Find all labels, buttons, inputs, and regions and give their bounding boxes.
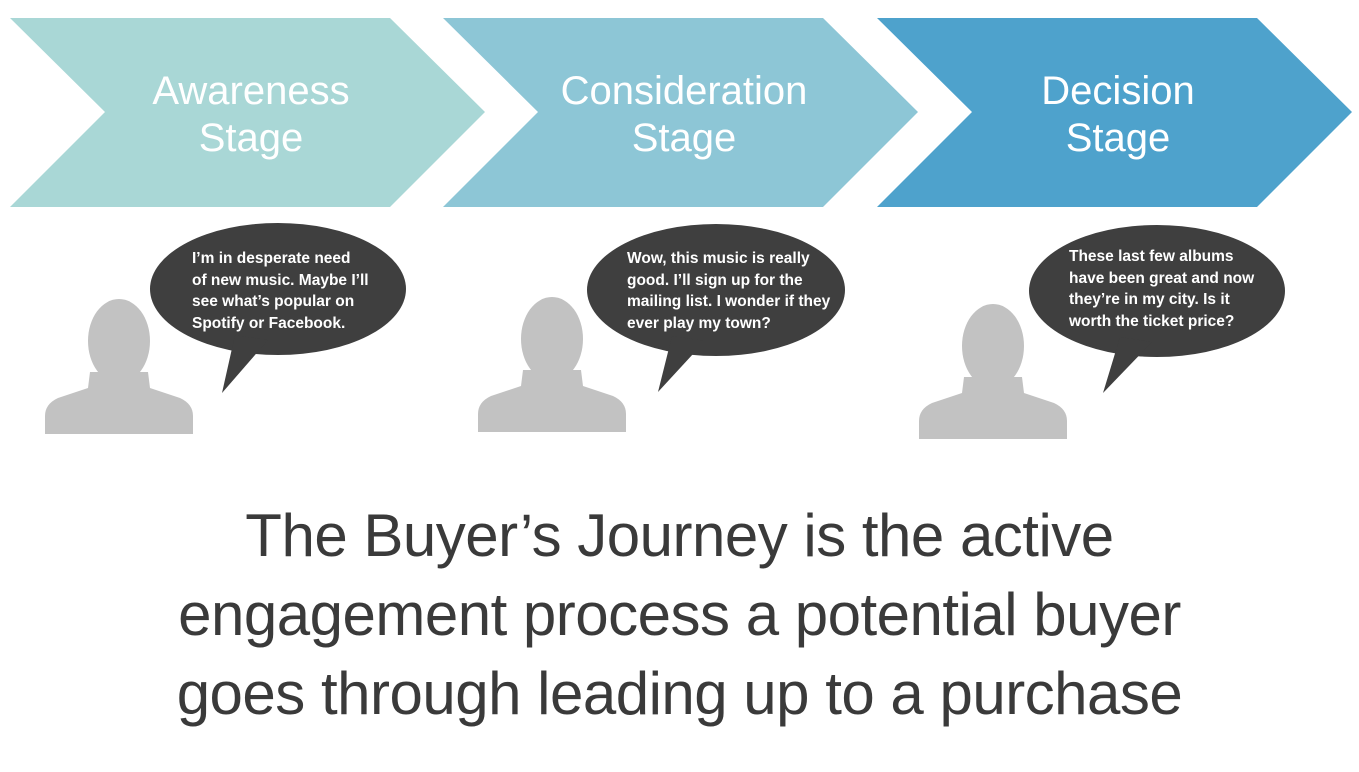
headline-line: goes through leading up to a purchase xyxy=(176,660,1183,727)
user-silhouette-icon xyxy=(919,304,1067,439)
stage-label-line2: Stage xyxy=(631,116,737,160)
bubble-line: they’re in my city. Is it xyxy=(1069,291,1230,308)
decision-thought-text: These last few albums have been great an… xyxy=(1069,246,1254,332)
headline: The Buyer’s Journey is the active engage… xyxy=(0,496,1359,733)
awareness-thought-text: I’m in desperate need of new music. Mayb… xyxy=(192,248,369,334)
stage-label-line2: Stage xyxy=(198,116,304,160)
awareness-stage-arrow xyxy=(10,18,485,207)
stage-label-line2: Stage xyxy=(1065,116,1171,160)
consideration-thought-text: Wow, this music is really good. I’ll sig… xyxy=(627,248,830,334)
bubble-line: have been great and now xyxy=(1069,269,1255,287)
bubble-line: I’m in desperate need xyxy=(192,250,351,267)
user-silhouette-icon xyxy=(45,299,193,434)
decision-stage-arrow xyxy=(877,18,1352,207)
speech-bubble xyxy=(1029,225,1285,393)
stage-label-line1: Decision xyxy=(1041,69,1195,113)
stage-label-line1: Awareness xyxy=(152,69,350,113)
consideration-stage-label: Consideration Stage xyxy=(474,68,894,162)
bubble-line: of new music. Maybe I’ll xyxy=(192,271,369,289)
bubble-line: ever play my town? xyxy=(627,314,771,332)
bubble-line: worth the ticket price? xyxy=(1069,312,1235,330)
headline-line: The Buyer’s Journey is the active xyxy=(245,502,1114,569)
awareness-stage-label: Awareness Stage xyxy=(41,68,461,162)
consideration-stage-arrow xyxy=(443,18,918,207)
user-silhouette-icon xyxy=(478,297,626,432)
bubble-line: Wow, this music is really xyxy=(627,250,810,267)
speech-bubble xyxy=(587,224,845,392)
stage-label-line1: Consideration xyxy=(560,69,808,113)
bubble-line: These last few albums xyxy=(1069,248,1234,265)
bubble-line: good. I’ll sign up for the xyxy=(627,271,803,289)
headline-line: engagement process a potential buyer xyxy=(178,581,1181,648)
decision-stage-label: Decision Stage xyxy=(908,68,1328,162)
bubble-line: mailing list. I wonder if they xyxy=(627,293,831,310)
speech-bubble xyxy=(150,223,406,393)
bubble-line: Spotify or Facebook. xyxy=(192,314,346,332)
bubble-line: see what’s popular on xyxy=(192,293,355,310)
